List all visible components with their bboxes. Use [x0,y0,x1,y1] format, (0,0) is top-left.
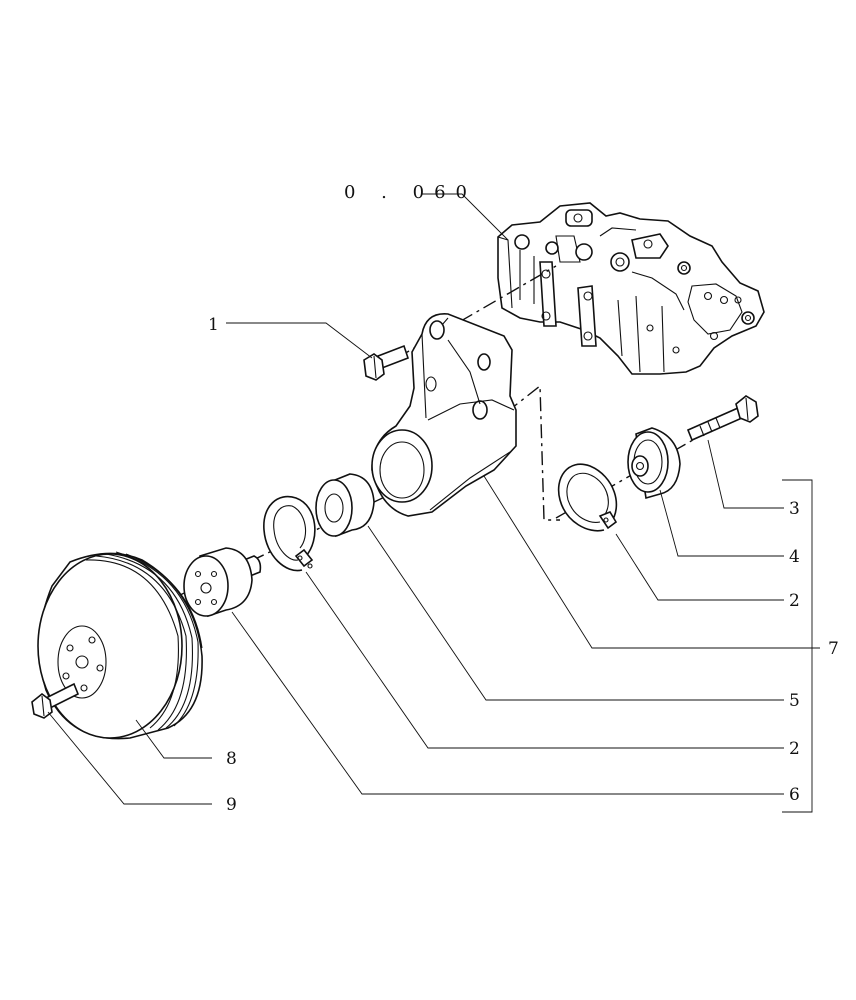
callout-9: 9 [226,795,237,815]
callout-5: 5 [789,691,800,711]
callout-2-right: 2 [789,591,800,611]
callout-2-left: 2 [789,739,800,759]
shaft-hub-part-6 [183,547,262,618]
callout-1: 1 [208,315,219,335]
engine-block-drawing [497,202,765,375]
pulley-part-8 [37,551,203,740]
snap-ring-right-part-2 [557,463,618,532]
leader-lines [47,193,820,813]
shaft-axis-line [177,384,560,597]
bushing-part-5 [315,473,375,538]
reference-label: 0 . 060 [344,182,477,203]
callout-7: 7 [828,639,839,659]
idler-bolt-part-3 [686,395,759,442]
callout-8: 8 [226,749,237,769]
callout-6: 6 [789,785,800,805]
mounting-bolt-part-1 [363,344,410,381]
idler-pulley-part-4 [627,427,681,500]
bracket-housing-part-7 [371,313,517,517]
callout-3: 3 [789,499,800,519]
group-bracket [782,479,813,813]
callout-4: 4 [789,547,800,567]
snap-ring-left-part-2 [263,495,316,572]
pulley-bolt-part-9 [31,682,80,719]
